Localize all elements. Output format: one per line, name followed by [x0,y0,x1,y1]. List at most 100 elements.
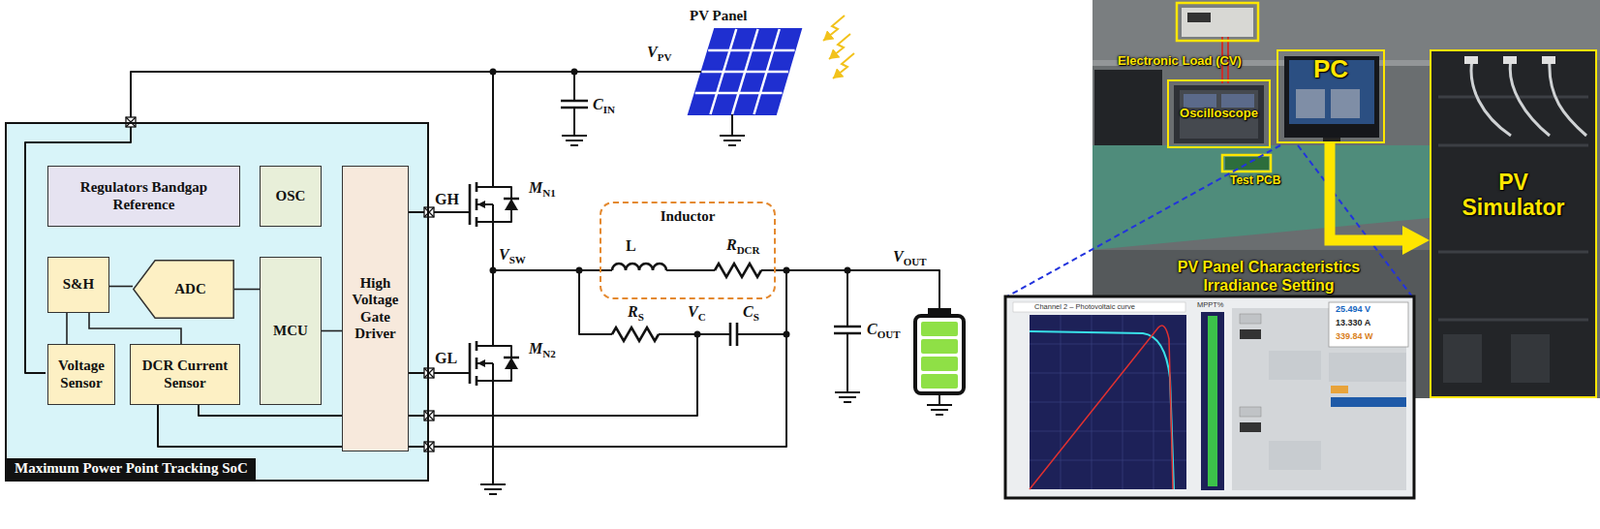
photo-label: Test PCB [1230,173,1281,187]
photo-background [1092,145,1430,250]
photo-background [1181,7,1254,37]
software-screenshot [1005,296,1415,498]
oscillator-block: OSC [259,165,322,227]
photo-background [1187,12,1211,23]
junction-dot [694,331,702,339]
soc-boundary: Regulators Bandgap ReferenceOSCHigh Volt… [4,122,430,482]
software-screenshot [1239,422,1262,432]
symbol-subscript: DCR [737,244,761,256]
sunlight-ray [829,33,851,60]
signal-wire [234,288,260,291]
component-symbol [469,340,477,386]
node-text: OSC [276,187,307,205]
photo-background [1183,93,1217,108]
node-text: High Voltage Gate Driver [346,275,404,342]
soc-pin [424,368,434,378]
signal-wire [65,312,68,344]
symbol-subscript: OUT [903,255,927,268]
photo-callout: PV Simulator [1429,49,1598,399]
photo-background [1464,56,1478,64]
sunlight-ray [823,15,845,41]
photo-label: PV Panel Characteristics Irradiance Sett… [1162,257,1376,295]
transistor-arrow [477,200,486,209]
symbol-letter: V [687,303,699,320]
ground-symbol [719,135,745,146]
symbol-subscript: C [698,310,707,323]
photo-callout: PC [1276,49,1385,144]
soc-pin [424,368,434,378]
photo-background [1330,89,1360,119]
photo-background [1284,56,1380,138]
screen-readout: 13.330 A [1335,317,1371,329]
circuit-wire [400,212,470,373]
signal-label: COUT [866,319,901,339]
component-symbol [503,198,520,358]
symbol-subscript: SW [509,253,526,266]
signal-label: RS [627,302,645,321]
ground-symbol [561,135,587,146]
junction-dot [490,68,497,76]
mcu-block: MCU [259,256,322,405]
signal-label: MN1 [528,178,556,197]
photo-callout: Oscilloscope [1167,79,1271,149]
circuit-wire [846,270,849,393]
photo-label: Electronic Load (CV) [1117,53,1242,69]
battery-symbol [915,315,964,394]
junction-dot [844,267,852,275]
ground-symbol [480,484,506,494]
transistor-arrow [504,357,519,370]
battery-symbol [921,373,958,389]
photo-background [1221,93,1255,108]
symbol-letter: C [592,95,604,113]
circuit-wire [130,71,702,123]
current-sensor-block: DCR Current Sensor [129,343,241,405]
signal-label: VSW [498,245,526,264]
photo-background [1094,69,1163,146]
software-screenshot [1330,397,1407,407]
software-screenshot [1029,331,1174,490]
junction-dot [783,331,791,339]
screen-readout: 339.84 W [1335,331,1374,342]
photo-background [1438,96,1589,320]
pv-panel-symbol [695,29,796,115]
symbol-letter: V [498,246,510,263]
soc-pin [424,410,434,421]
callout-frame [1176,2,1259,41]
circuit-wire [573,71,576,136]
signal-wire [321,330,342,333]
node-text: PC [1313,55,1349,85]
software-screenshot [1029,325,1173,490]
symbol-subscript: S [638,310,645,323]
software-screenshot [1268,350,1322,380]
junction-dot [490,68,852,339]
battery-symbol [921,321,958,337]
node-text: Inductor [660,208,716,225]
zoom-leader [1007,145,1413,297]
ground-symbol [926,404,953,415]
circuit-wire [476,71,493,271]
soc-fill [4,122,430,482]
ground-symbol [834,392,861,402]
circuit-wire [492,270,940,308]
soc-pin [424,410,434,421]
soc-pin [424,441,434,452]
signal-label: VOUT [892,246,927,266]
software-screenshot [1239,329,1262,339]
software-screenshot [1328,302,1409,347]
node-text: Maximum Power Point Tracking SoC [6,458,256,480]
circuit-wire [157,270,787,447]
photo-background [1179,90,1259,139]
node-text: MCU [273,322,308,339]
software-screenshot [1239,313,1262,324]
software-screenshot [1029,314,1187,490]
transistor-arrow [504,198,519,211]
sample-hold-block: S&H [47,256,110,313]
pv-panel-symbol [688,29,801,115]
component-symbol [469,100,862,386]
signal-label: RDCR [726,235,761,254]
photo-background [1471,60,1587,136]
node-text: DCR Current Sensor [134,357,236,392]
signal-label: CS [742,302,760,321]
photo-background [1295,89,1325,119]
software-screenshot [1005,296,1415,498]
